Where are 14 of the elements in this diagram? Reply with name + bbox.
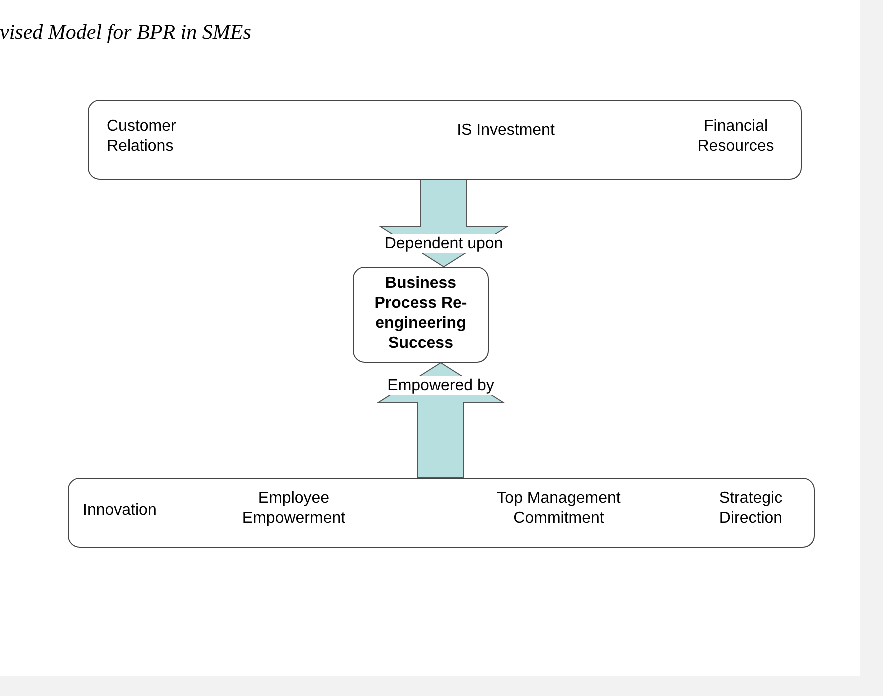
box-text: Employee Empowerment <box>241 489 347 529</box>
box-text: Innovation <box>83 501 158 521</box>
rounded-box <box>88 100 802 180</box>
box-text: Top Management Commitment <box>496 489 622 529</box>
box-text: Strategic Direction <box>718 489 784 529</box>
box-text: IS Investment <box>456 121 556 141</box>
box-text: Customer Relations <box>107 117 178 157</box>
edge-label: Dependent upon <box>384 234 504 254</box>
rounded-box <box>353 267 489 363</box>
edge-label: Empowered by <box>386 376 496 396</box>
box-text: Business Process Re-engineering Success <box>374 274 468 354</box>
diagram-title: vised Model for BPR in SMEs <box>0 20 252 45</box>
box-text: Financial Resources <box>696 117 776 157</box>
rounded-box <box>68 478 815 548</box>
